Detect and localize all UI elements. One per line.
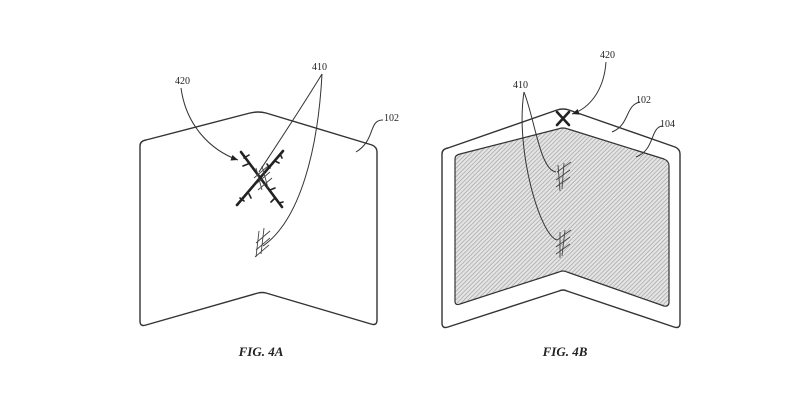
display-area — [454, 127, 670, 307]
crease-crack-mark — [235, 149, 285, 209]
leader-102 — [611, 101, 641, 133]
label-410: 410 — [312, 62, 327, 73]
figure-4a: 420 410 102 FIG. 4A — [139, 62, 399, 359]
label-102: 102 — [636, 95, 651, 106]
label-420: 420 — [600, 50, 615, 61]
leader-420 — [180, 87, 239, 161]
figure-caption: FIG. 4B — [542, 344, 588, 359]
leader-410-a — [258, 73, 323, 173]
device-outline — [139, 111, 378, 327]
crease-crack-mark — [555, 110, 571, 127]
scratch-marks — [253, 165, 273, 258]
figure-4b: 420 410 102 104 FIG. 4B — [441, 50, 681, 359]
label-104: 104 — [660, 119, 675, 130]
label-102: 102 — [384, 113, 399, 124]
figure-caption: FIG. 4A — [238, 344, 284, 359]
label-410: 410 — [513, 80, 528, 91]
leader-410-b — [521, 91, 558, 241]
leader-410-a — [523, 91, 557, 173]
label-420: 420 — [175, 76, 190, 87]
device-outline — [441, 108, 681, 329]
leader-102 — [355, 119, 384, 153]
leader-420 — [571, 61, 607, 115]
leader-410-b — [262, 73, 323, 247]
scratch-marks — [555, 161, 572, 258]
leader-104 — [635, 125, 663, 158]
